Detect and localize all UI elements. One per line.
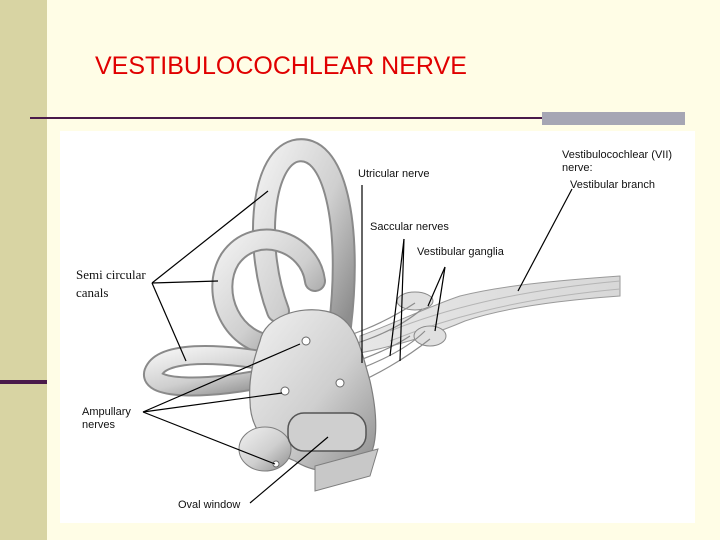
vestibule-body — [238, 309, 379, 492]
label-vestibular-branch: Vestibular branch — [570, 179, 655, 191]
semicircular-canals — [143, 138, 356, 397]
slide-title: VESTIBULOCOCHLEAR NERVE — [95, 52, 467, 80]
diagram-labels: Semi circular canals Utricular nerve Sac… — [76, 149, 672, 511]
oval-window-shape — [287, 412, 367, 452]
header-divider-accent — [542, 112, 685, 125]
left-bar-divider — [0, 380, 47, 384]
label-ampullary-line2: nerves — [82, 419, 116, 431]
header-divider — [30, 117, 542, 119]
label-saccular-nerves: Saccular nerves — [370, 221, 449, 233]
label-vestibulocochlear-line1: Vestibulocochlear (VII) — [562, 149, 672, 161]
leader-lines — [142, 185, 573, 504]
label-vestibular-ganglia: Vestibular ganglia — [417, 246, 505, 258]
label-semicircular-line2: canals — [76, 285, 108, 300]
label-utricular-nerve: Utricular nerve — [358, 168, 430, 180]
label-oval-window: Oval window — [178, 499, 240, 511]
left-sidebar-bar — [0, 0, 47, 540]
label-semicircular-line1: Semi circular — [76, 267, 146, 282]
inner-ear-illustration: Semi circular canals Utricular nerve Sac… — [76, 138, 672, 511]
ear-diagram-panel: Semi circular canals Utricular nerve Sac… — [60, 131, 695, 523]
label-ampullary-line1: Ampullary — [82, 406, 131, 418]
label-vestibulocochlear-line2: nerve: — [562, 162, 593, 174]
